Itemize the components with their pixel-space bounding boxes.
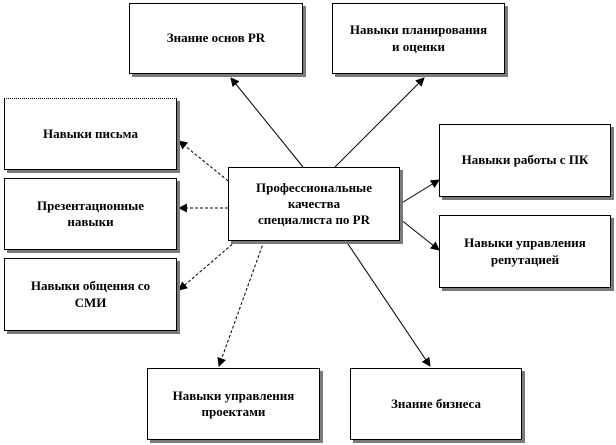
node-business-knowledge-label: Знание бизнеса	[391, 395, 481, 411]
node-writing: Навыки письма	[4, 98, 177, 170]
node-business-knowledge: Знание бизнеса	[350, 368, 522, 440]
arrow-to-media	[178, 240, 237, 291]
node-project-management-label: Навыки управления проектами	[172, 387, 295, 419]
arrow-to-writing	[178, 140, 233, 185]
node-media-communication: Навыки общения со СМИ	[4, 258, 177, 331]
arrow-to-reputation	[399, 218, 440, 251]
node-reputation-management: Навыки управления репутацией	[439, 215, 611, 288]
node-presentation-label: Презентационные навыки	[36, 197, 145, 229]
node-planning-evaluation: Навыки планирования и оценки	[332, 3, 505, 74]
node-planning-evaluation-label: Навыки планирования и оценки	[349, 22, 488, 54]
node-pc-skills-label: Навыки работы с ПК	[461, 152, 589, 168]
node-pc-skills: Навыки работы с ПК	[439, 124, 611, 197]
arrow-to-pc	[399, 179, 440, 205]
node-media-communication-label: Навыки общения со СМИ	[30, 278, 151, 310]
node-center-label: Профессиональные качества специалиста по…	[256, 179, 372, 228]
arrow-to-pr-basics	[230, 77, 304, 168]
node-pr-basics: Знание основ PR	[129, 3, 303, 74]
node-project-management: Навыки управления проектами	[147, 368, 320, 440]
arrow-to-planning	[334, 77, 425, 168]
node-pr-basics-label: Знание основ PR	[166, 30, 266, 46]
node-center-pr-qualities: Профессиональные качества специалиста по…	[228, 167, 400, 241]
node-presentation: Презентационные навыки	[4, 178, 177, 250]
arrow-to-business	[345, 240, 431, 367]
node-writing-label: Навыки письма	[43, 125, 138, 141]
node-reputation-management-label: Навыки управления репутацией	[464, 235, 586, 267]
arrow-to-projects	[217, 240, 265, 367]
